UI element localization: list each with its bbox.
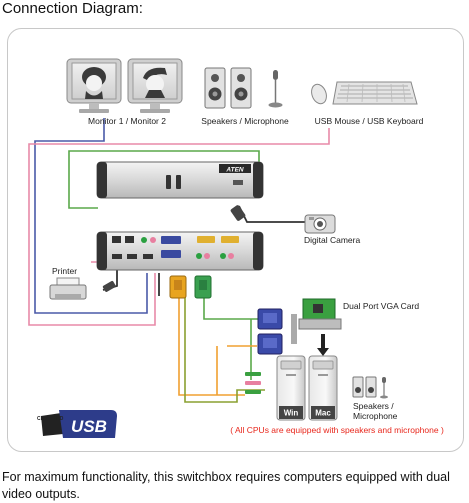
digital-camera-icon [304,214,336,234]
cable-green [68,150,267,380]
mac-label: Mac [315,409,331,418]
keyboard-icon [332,81,418,105]
printer-label: Printer [52,266,77,276]
page-title: Connection Diagram: [2,0,143,17]
footer-note: For maximum functionality, this switchbo… [2,470,450,501]
kvm-cable-1-icon [169,275,187,299]
connection-diagram: Monitor 1 / Monitor 2 Speakers / Microph… [7,28,464,452]
vga-connector-1-icon [257,308,283,330]
win-computer-icon [276,355,306,421]
digital-camera-label: Digital Camera [304,235,360,245]
usb-plug-icon [230,205,246,221]
usb-certified-logo [41,410,117,438]
usb-logo-text: USB [71,417,107,436]
vga-card-icon [291,298,342,356]
usb-devices-label: USB Mouse / USB Keyboard [315,116,424,126]
mac-computer-icon [308,355,338,421]
speakers-icon [204,67,252,109]
brand-logo: ATEN [225,167,244,174]
cable-blue [34,118,148,314]
vga-card-label: Dual Port VGA Card [343,301,419,311]
certified-text: CERTIFIED [37,416,64,422]
printer-usb-plug-icon [102,280,116,292]
monitor-2-icon [127,58,183,113]
printer-icon [49,277,87,300]
speakers-bottom-icon [352,376,388,399]
cable-pink [28,128,330,326]
vga-connector-2-icon [257,333,283,355]
win-label: Win [284,409,299,418]
mouse-icon [311,83,327,105]
kvm-switch-rear [96,231,264,271]
cpu-note: ( All CPUs are equipped with speakers an… [230,425,444,435]
cable-orange [178,298,257,396]
speakers-bottom-label-1: Speakers / [353,401,394,411]
microphone-icon [268,70,283,108]
monitors-label: Monitor 1 / Monitor 2 [88,116,166,126]
audio-plugs-icon [245,372,261,394]
speakers-bottom-label-2: Microphone [353,411,398,421]
monitor-1-icon [66,58,122,113]
kvm-switch-front [96,161,264,199]
kvm-cable-2-icon [194,275,212,299]
speakers-mic-label: Speakers / Microphone [201,116,289,126]
